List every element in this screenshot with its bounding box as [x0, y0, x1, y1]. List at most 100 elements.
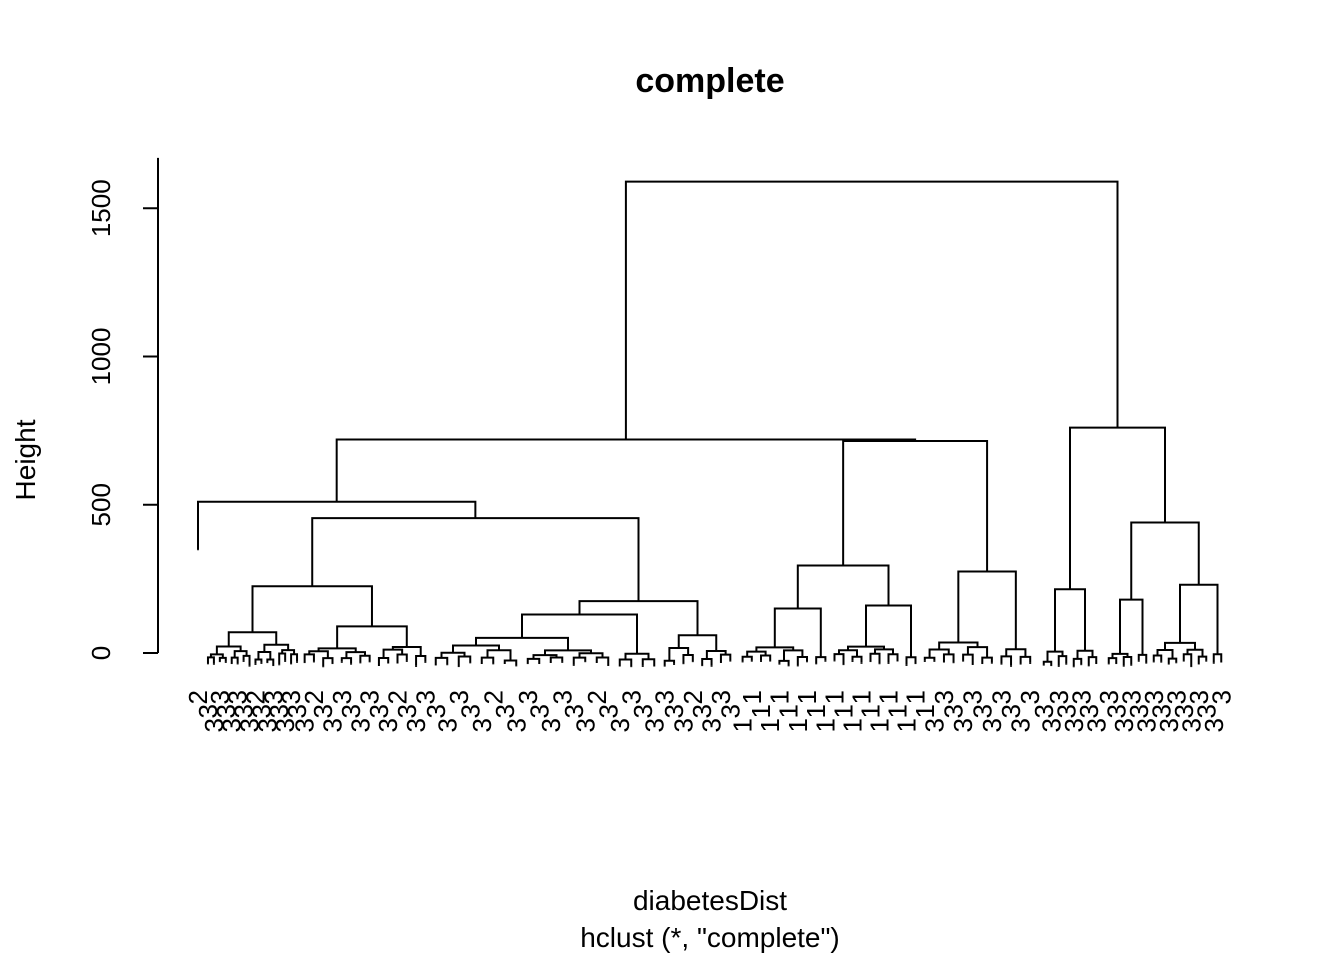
dendrogram-branch [746, 650, 767, 657]
leaf-label: 2 [478, 690, 508, 704]
dendrogram-branch [1057, 655, 1068, 666]
dendrogram-branch [783, 649, 804, 661]
leaf-label: 3 [392, 704, 422, 718]
leaf-labels: 2333333332333333332333333332333333332333… [183, 690, 1236, 732]
leaf-label: 3 [650, 690, 680, 704]
leaf-label: 3 [235, 718, 265, 732]
leaf-label: 3 [1109, 718, 1139, 732]
leaf-label: 1 [901, 690, 931, 704]
leaf-label: 3 [410, 690, 440, 704]
leaf-label: 1 [865, 718, 895, 732]
leaf-label: 3 [536, 718, 566, 732]
dendrogram-branch [962, 653, 974, 664]
leaf-label: 3 [986, 690, 1016, 704]
dendrogram-branch [869, 652, 881, 664]
dendrogram-branch [242, 654, 251, 666]
leaf-label: 3 [1006, 718, 1036, 732]
leaf-label: 2 [678, 690, 708, 704]
dendrogram-branch [966, 646, 989, 658]
leaf-label: 1 [810, 718, 840, 732]
leaf-label: 3 [199, 718, 229, 732]
leaf-label: 3 [264, 704, 294, 718]
dendrogram-branch [1156, 648, 1174, 659]
leaf-label: 2 [183, 690, 213, 704]
dendrogram-branch [572, 656, 587, 665]
leaf-label: 2 [383, 690, 413, 704]
leaf-label: 3 [559, 704, 589, 718]
dendrogram-branch [391, 646, 422, 656]
leaf-label: 3 [1191, 704, 1221, 718]
leaf-label: 3 [1146, 704, 1176, 718]
leaf-label: 3 [1184, 690, 1214, 704]
dendrogram-branch [440, 651, 466, 658]
dendrogram-branch [1069, 426, 1166, 590]
leaf-label: 1 [783, 718, 813, 732]
leaf-label: 3 [1199, 718, 1229, 732]
leaf-label: 3 [373, 718, 403, 732]
dendrogram-branch [322, 657, 334, 667]
leaf-label: 3 [290, 718, 320, 732]
leaf-label: 3 [659, 704, 689, 718]
dendrogram-branch [359, 654, 371, 663]
leaf-label: 3 [570, 718, 600, 732]
leaf-label: 3 [1176, 718, 1206, 732]
leaf-label: 3 [345, 718, 375, 732]
leaf-label: 3 [327, 690, 357, 704]
dendrogram-branch [475, 636, 569, 651]
leaf-label: 3 [246, 704, 276, 718]
y-tick-label: 1000 [86, 328, 116, 386]
dendrogram-branch [981, 656, 993, 664]
dendrogram-branch [396, 653, 408, 663]
leaf-label: 3 [919, 718, 949, 732]
leaf-label: 2 [582, 690, 612, 704]
dendrogram-branch [1076, 649, 1094, 659]
leaf-label: 3 [205, 690, 235, 704]
leaf-label: 3 [1051, 704, 1081, 718]
dendrogram-branch [796, 656, 808, 666]
dendrogram-branch [1019, 655, 1032, 664]
leaf-label: 3 [929, 690, 959, 704]
leaf-label: 3 [1074, 704, 1104, 718]
leaf-label: 1 [746, 704, 776, 718]
dendrogram-branch [480, 656, 495, 664]
dendrogram-branch [311, 517, 640, 602]
dendrogram-branch [1000, 655, 1013, 666]
x-axis-label: diabetesDist [633, 885, 787, 916]
dendrogram-branch [938, 641, 979, 650]
dendrogram-branch [957, 570, 1017, 650]
leaf-label: 3 [1036, 718, 1066, 732]
leaf-label: 3 [1094, 690, 1124, 704]
dendrogram-branch [336, 625, 408, 649]
dendrogram-branch [842, 440, 989, 572]
dendrogram-branch [382, 648, 404, 658]
dendrogram-branch [230, 656, 239, 664]
dendrogram-branch [415, 654, 427, 666]
leaf-label: 3 [996, 704, 1026, 718]
dendrogram-branch [521, 613, 638, 654]
dendrogram-branch [668, 646, 690, 661]
dendrogram-branch [206, 656, 215, 664]
leaf-label: 3 [1101, 704, 1131, 718]
leaf-label: 1 [856, 704, 886, 718]
leaf-label: 3 [444, 690, 474, 704]
leaf-label: 3 [1066, 690, 1096, 704]
dendrogram-branch [624, 180, 1119, 440]
dendrogram-branch [1119, 598, 1144, 655]
leaf-label: 2 [240, 690, 270, 704]
leaf-label: 3 [1059, 718, 1089, 732]
dendrogram-branch [887, 653, 899, 663]
leaf-label: 3 [948, 718, 978, 732]
dendrogram-branch [1087, 656, 1098, 666]
dendrogram-branch [1212, 653, 1223, 663]
leaf-label: 3 [1206, 690, 1236, 704]
leaf-label: 3 [715, 704, 745, 718]
y-tick-label: 0 [86, 646, 116, 660]
leaf-label: 3 [467, 718, 497, 732]
dendrogram-branch [851, 655, 863, 663]
leaf-label: 3 [217, 718, 247, 732]
leaf-label: 3 [318, 718, 348, 732]
leaf-label: 3 [401, 718, 431, 732]
dendrogram-branch [815, 656, 827, 664]
dendrogram-branch [923, 656, 936, 661]
leaf-label: 3 [490, 704, 520, 718]
